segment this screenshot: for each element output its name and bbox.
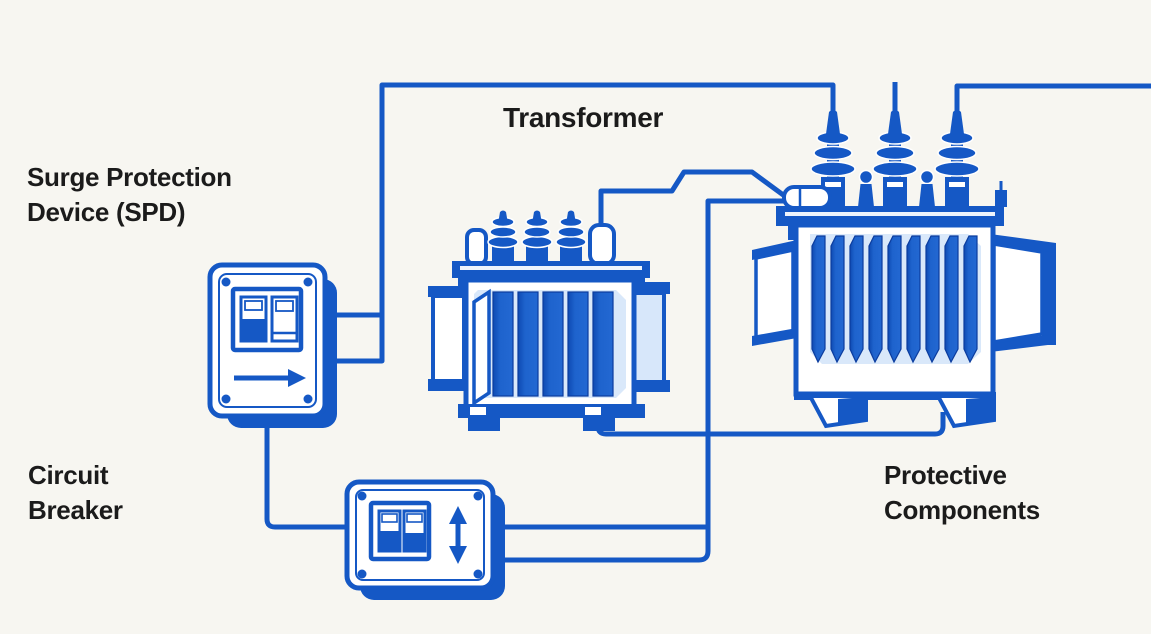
transformer-large-left-radiator [752,240,797,346]
fin [542,291,564,397]
fin [944,235,959,364]
spd-device [207,262,337,428]
spd-switch-right [270,295,299,343]
transformer-large [752,110,1056,429]
label-line: Transformer [503,102,664,133]
screw [357,491,367,501]
fin [906,235,921,364]
circuit-breaker-device [344,479,505,600]
fin [811,235,826,364]
transformer-small-base [458,404,645,431]
transformer-small-bushings [465,210,616,266]
fin [868,235,883,364]
label-circuit-breaker: Circuit Breaker [28,458,123,528]
bell-bushing [919,169,935,207]
fin [925,235,940,364]
label-line: Circuit [28,460,109,490]
transformer-large-right-radiator [990,234,1056,352]
transformer-small-body [463,277,637,410]
fin-outline [472,288,491,407]
transformer-large-base [794,392,996,429]
up-down-arrow-icon [449,506,467,564]
label-transformer: Transformer [503,100,663,135]
fin [849,235,864,364]
right-arrow-icon [234,369,306,387]
label-protective-components: Protective Components [884,458,1040,528]
fin [830,235,845,364]
breaker-switch-right [402,509,427,553]
fin [492,291,514,397]
wire-spd-to-breaker [264,427,349,530]
screw [221,394,231,404]
transformer-large-body [793,222,996,397]
insulator-stack-large [872,110,918,206]
screw [473,491,483,501]
fin [517,291,539,397]
wire-large-transformer-to-breaker [502,198,790,563]
insulator-stack [487,210,519,263]
wires [264,82,1151,563]
insulator-stack [555,210,587,263]
wire-small-to-large-transformer-jumper [598,169,788,228]
screw [473,569,483,579]
spd-switch-left [239,295,268,343]
breaker-switch-left [377,509,402,553]
label-surge-protection-device: Surge Protection Device (SPD) [27,160,232,230]
insulator-stack-large [934,110,980,206]
screw [303,394,313,404]
screw [221,277,231,287]
bushing-cylinder-right [588,223,616,266]
fin [887,235,902,364]
screw [357,569,367,579]
lid-stub [995,181,1007,207]
conservator-tank [782,185,832,210]
transformer-small [428,210,670,431]
label-line: Protective [884,460,1007,490]
bell-bushing [858,169,874,207]
wire-top-right [954,83,1151,113]
bushing-cylinder-left [465,228,488,266]
transformer-large-bushings [782,110,1007,210]
fin [963,235,978,364]
fin [592,291,614,397]
wire-top-left [337,82,836,364]
label-line: Surge Protection [27,162,232,192]
label-line: Device (SPD) [27,197,186,227]
fin [567,291,589,397]
wire-bottom-bus [595,412,946,437]
insulator-stack [521,210,553,263]
screw [303,277,313,287]
label-line: Components [884,495,1040,525]
label-line: Breaker [28,495,123,525]
